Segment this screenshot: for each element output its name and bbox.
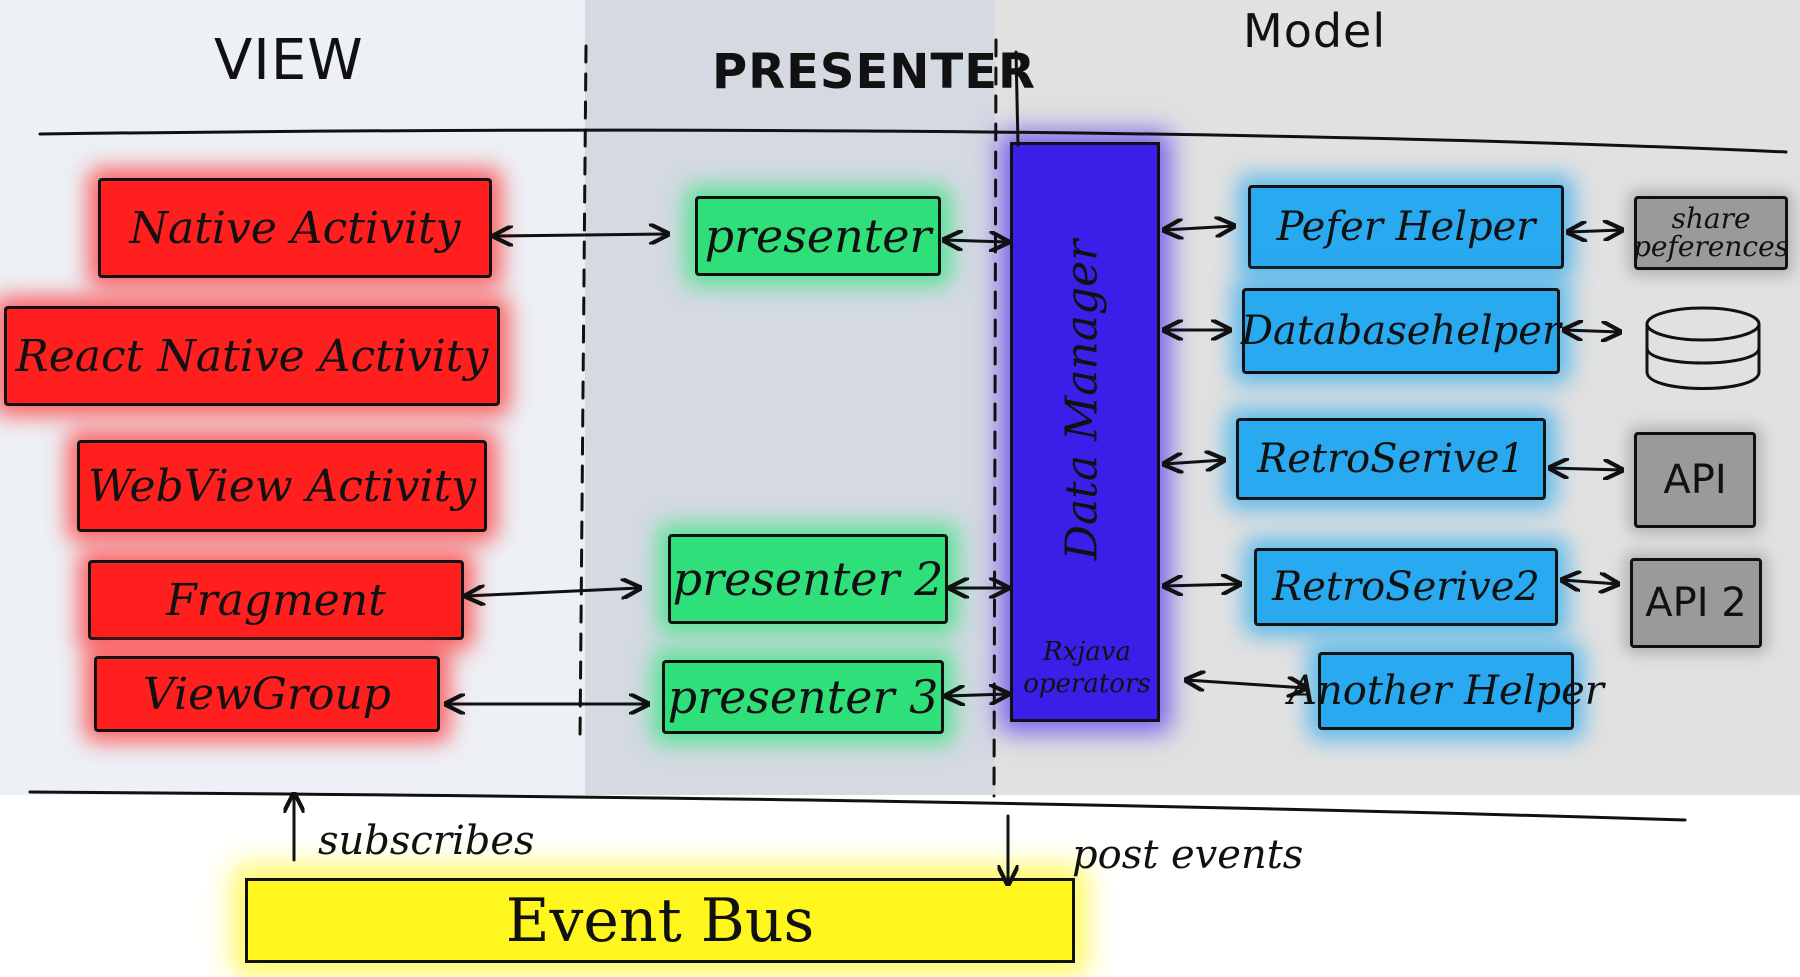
arrow-manager-pefer: [1164, 226, 1234, 230]
share-preferences-box: share peferences: [1633, 196, 1789, 270]
subscribes-caption: subscribes: [318, 818, 535, 864]
view-heading: VIEW: [214, 28, 364, 93]
presenter-model-separator: [992, 38, 998, 798]
database-cylinder-icon: [1645, 306, 1761, 390]
presenter-1-box: presenter: [695, 196, 941, 276]
presenter-heading: PRESENTER: [712, 44, 1036, 100]
arrow-fragment-presenter2: [466, 588, 640, 596]
arrow-pefer-share: [1568, 230, 1622, 232]
arrow-retro2-api2: [1562, 580, 1618, 584]
presenter-2-box: presenter 2: [668, 534, 948, 624]
arrow-database-db: [1564, 330, 1620, 332]
presenter-3-box: presenter 3: [662, 660, 944, 734]
model-heading: Model: [1243, 4, 1387, 58]
api-2-box: API 2: [1630, 558, 1762, 648]
post-events-caption: post events: [1072, 832, 1304, 878]
webview-activity-box: WebView Activity: [77, 440, 487, 532]
another-helper-box: Another Helper: [1288, 652, 1604, 730]
footer-divider-line: [28, 790, 1687, 822]
rxjava-operators-label: Rxjava operators: [1023, 637, 1151, 699]
retroserive1-box: RetroSerive1: [1236, 418, 1546, 500]
retroserive2-box: RetroSerive2: [1254, 548, 1558, 626]
arrow-native-presenter: [494, 234, 668, 236]
api-box: API: [1634, 432, 1756, 528]
event-bus-box: Event Bus: [245, 878, 1075, 963]
header-divider-line: [38, 128, 1788, 154]
native-activity-box: Native Activity: [98, 178, 492, 278]
arrow-manager-retro2: [1164, 584, 1240, 586]
arrow-presenter3-manager: [946, 694, 1008, 696]
view-presenter-separator: [578, 44, 588, 742]
arrow-presenter1-manager: [944, 240, 1008, 242]
model-zone-left-line: [1014, 50, 1020, 147]
arrow-manager-another: [1186, 680, 1306, 688]
react-native-activity-box: React Native Activity: [4, 306, 500, 406]
data-manager-box: [1010, 142, 1160, 722]
fragment-box: Fragment: [88, 560, 464, 640]
pefer-helper-box: Pefer Helper: [1248, 185, 1564, 269]
databasehelper-box: Databasehelper: [1241, 288, 1561, 374]
arrow-manager-retro1: [1164, 460, 1224, 464]
arrow-retro1-api: [1550, 468, 1622, 470]
viewgroup-box: ViewGroup: [94, 656, 440, 732]
